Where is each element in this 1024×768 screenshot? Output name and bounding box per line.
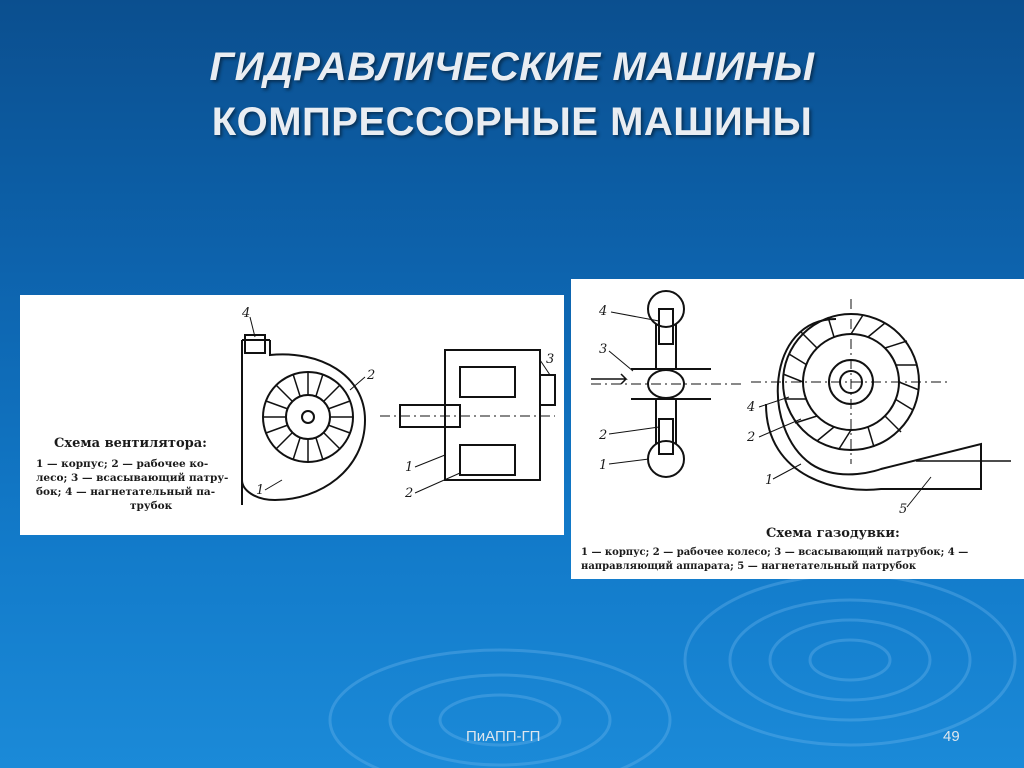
- slide-title-line2: КОМПРЕССОРНЫЕ МАШИНЫ: [211, 100, 813, 144]
- blower-label-2: 2: [598, 428, 607, 443]
- blower-caption-title: Схема газодувки:: [766, 526, 900, 541]
- fan-legend-line: лесо; 3 — всасывающий патру-: [36, 472, 228, 484]
- fan-caption-title: Схема вентилятора:: [54, 436, 207, 451]
- blower-label-3: 3: [599, 342, 607, 357]
- fan-label-1: 1: [256, 483, 264, 498]
- slide-footer: ПиАПП-ГП: [466, 728, 541, 745]
- blower-label-2b: 2: [746, 430, 755, 445]
- blower-diagram-panel: 4 3 2 1 4 2 1 5 Схема газодувки: 1 — кор…: [571, 279, 1024, 579]
- blower-diagram: 4 3 2 1 4 2 1 5 Схема газодувки: 1 — кор…: [581, 290, 1011, 572]
- blower-label-5: 5: [899, 502, 907, 517]
- blower-label-1: 1: [599, 458, 607, 473]
- fan-label-2b: 2: [404, 486, 413, 501]
- fan-label-2: 2: [366, 368, 375, 383]
- fan-diagram-panel: 4 2 3 1 1 2 Схема вентилятора: 1 — корпу…: [20, 295, 564, 535]
- slide-title-line1: ГИДРАВЛИЧЕСКИЕ МАШИНЫ: [209, 45, 815, 89]
- fan-diagram: 4 2 3 1 1 2 Схема вентилятора: 1 — корпу…: [36, 306, 556, 512]
- fan-label-1b: 1: [405, 460, 413, 475]
- blower-legend-line: направляющий аппарата; 5 — нагнетательны…: [581, 561, 917, 572]
- blower-label-1b: 1: [765, 473, 773, 488]
- fan-label-4: 4: [241, 306, 250, 321]
- blower-label-4: 4: [598, 304, 607, 319]
- fan-legend-line: 1 — корпус; 2 — рабочее ко-: [36, 458, 208, 470]
- fan-legend-line: бок; 4 — нагнетательный па-: [36, 486, 215, 498]
- blower-label-4b: 4: [746, 400, 755, 415]
- fan-label-3: 3: [546, 352, 554, 367]
- slide-page-number: 49: [943, 728, 960, 745]
- blower-legend-line: 1 — корпус; 2 — рабочее колесо; 3 — всас…: [581, 547, 968, 558]
- fan-legend-line: трубок: [130, 500, 173, 512]
